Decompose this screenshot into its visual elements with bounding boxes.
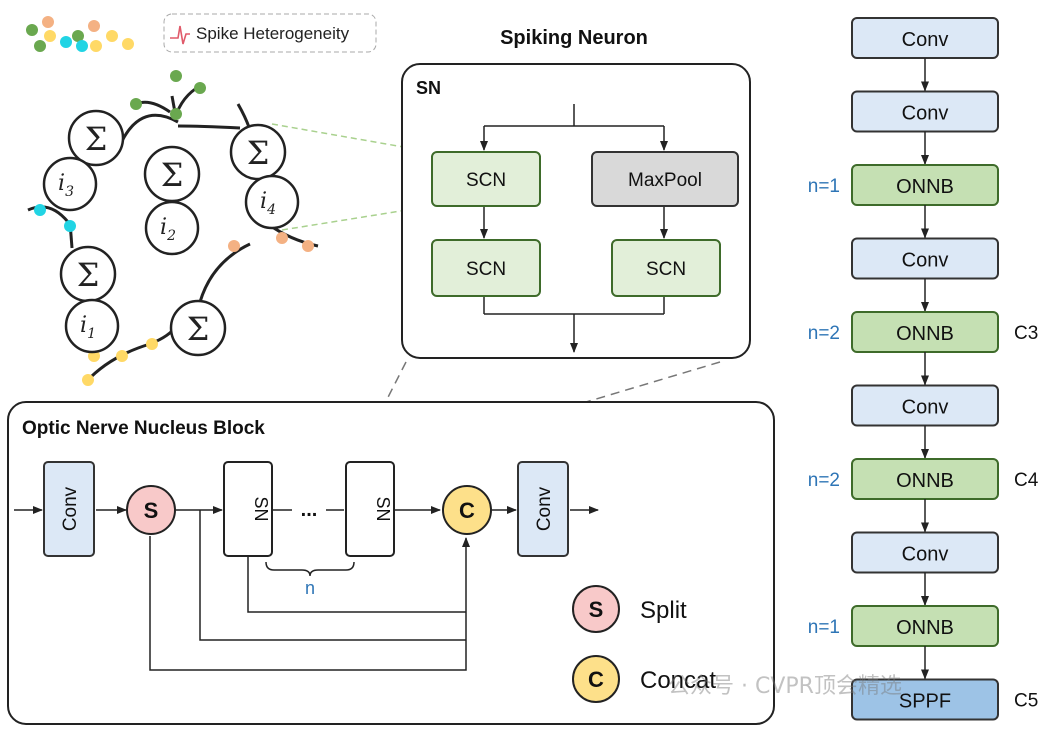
svg-text:i2: i2 [160,215,176,244]
svg-text:SCN: SCN [466,170,506,191]
backbone-n-label: n=2 [808,470,840,491]
backbone-block-4: ONNB n=2 C3 [808,311,1038,386]
legend-concat: C Concat [572,655,716,703]
sigma-node-e: Σ [169,299,227,357]
spiking-neuron-title: Spiking Neuron [500,27,648,49]
onnb-conv-in: Conv [43,461,95,557]
svg-text:Σ: Σ [187,310,210,348]
backbone-stage-label: C4 [1014,470,1039,491]
backbone-block-label: ONNB [896,470,954,492]
spike-icon [170,25,190,45]
backbone-block-6: ONNB n=2 C4 [808,458,1039,533]
backbone-n-label: n=1 [808,176,840,197]
backbone-block-label: Conv [902,397,949,419]
onnb-panel: Optic Nerve Nucleus Block Conv S SN [7,401,775,725]
scn-bottom-left: SCN [431,239,541,297]
backbone-stage-label: C5 [1014,691,1038,712]
concat-node: C [442,485,492,535]
sigma-node-c: Σ [229,123,287,181]
sigma-node-a: Σ [67,109,125,167]
i-node-2: i2 [144,200,200,256]
svg-text:S: S [589,597,604,622]
backbone-block-2: ONNB n=1 [808,164,999,239]
backbone-block-3: Conv [851,237,999,312]
backbone-stage-label: C3 [1014,323,1038,344]
neuron-dots [34,70,314,386]
spiking-neuron-panel: SN SCN MaxPool SCN SCN [401,63,751,359]
svg-text:Σ: Σ [247,134,270,172]
backbone-block-label: ONNB [896,617,954,639]
neuron-nodes: Σ i3 Σ i2 Σ i4 Σ i1 Σ [42,109,300,357]
i-node-3: i3 [42,156,98,212]
svg-text:i4: i4 [260,189,276,218]
i-node-1: i1 [64,298,120,354]
svg-text:Σ: Σ [77,256,100,294]
svg-text:SN: SN [373,496,393,521]
sn-box-1: SN [223,461,273,557]
svg-text:SN: SN [251,496,271,521]
svg-text:C: C [459,498,475,523]
onnb-conv-out: Conv [517,461,569,557]
backbone-block-label: Conv [902,250,949,272]
svg-text:MaxPool: MaxPool [628,170,702,191]
svg-text:S: S [144,498,159,523]
svg-text:Conv: Conv [60,486,81,531]
backbone-block-label: ONNB [896,176,954,198]
backbone-n-label: n=1 [808,617,840,638]
svg-text:C: C [588,667,604,692]
svg-text:Split: Split [640,597,687,624]
scn-top-left: SCN [431,151,541,207]
backbone-block-0: Conv [851,17,999,92]
sn-box-label: SN [416,78,441,98]
svg-text:Σ: Σ [85,120,108,158]
sn-box-2: SN [345,461,395,557]
svg-text:i3: i3 [58,171,74,200]
backbone-block-1: Conv [851,90,999,165]
svg-text:SCN: SCN [646,259,686,280]
sigma-node-d: Σ [59,245,117,303]
backbone-block-7: Conv [851,531,999,606]
backbone-block-label: Conv [902,544,949,566]
svg-text:Conv: Conv [534,486,555,531]
color-dots-cluster [26,16,134,52]
backbone-block-label: Conv [902,103,949,125]
legend-split: S Split [572,585,687,633]
spike-heterogeneity-label: Spike Heterogeneity [196,24,350,43]
backbone-n-label: n=2 [808,323,840,344]
i-node-4: i4 [244,174,300,230]
svg-text:SCN: SCN [466,259,506,280]
svg-text:Concat: Concat [640,667,716,694]
split-node: S [126,485,176,535]
sn-ellipsis: ... [301,499,318,521]
backbone-block-label: ONNB [896,323,954,345]
maxpool-box: MaxPool [591,151,739,207]
backbone-block-9: SPPF C5 [851,678,1038,721]
sigma-node-b: Σ [143,145,201,203]
spike-heterogeneity-legend: Spike Heterogeneity [163,13,377,53]
svg-text:i1: i1 [80,313,96,342]
backbone-block-5: Conv [851,384,999,459]
backbone-block-label: SPPF [899,691,951,713]
backbone-block-8: ONNB n=1 [808,605,999,680]
n-repeat-label: n [305,578,315,598]
scn-bottom-right: SCN [611,239,721,297]
onnb-title: Optic Nerve Nucleus Block [22,418,265,439]
backbone-block-label: Conv [902,29,949,51]
svg-text:Σ: Σ [161,156,184,194]
